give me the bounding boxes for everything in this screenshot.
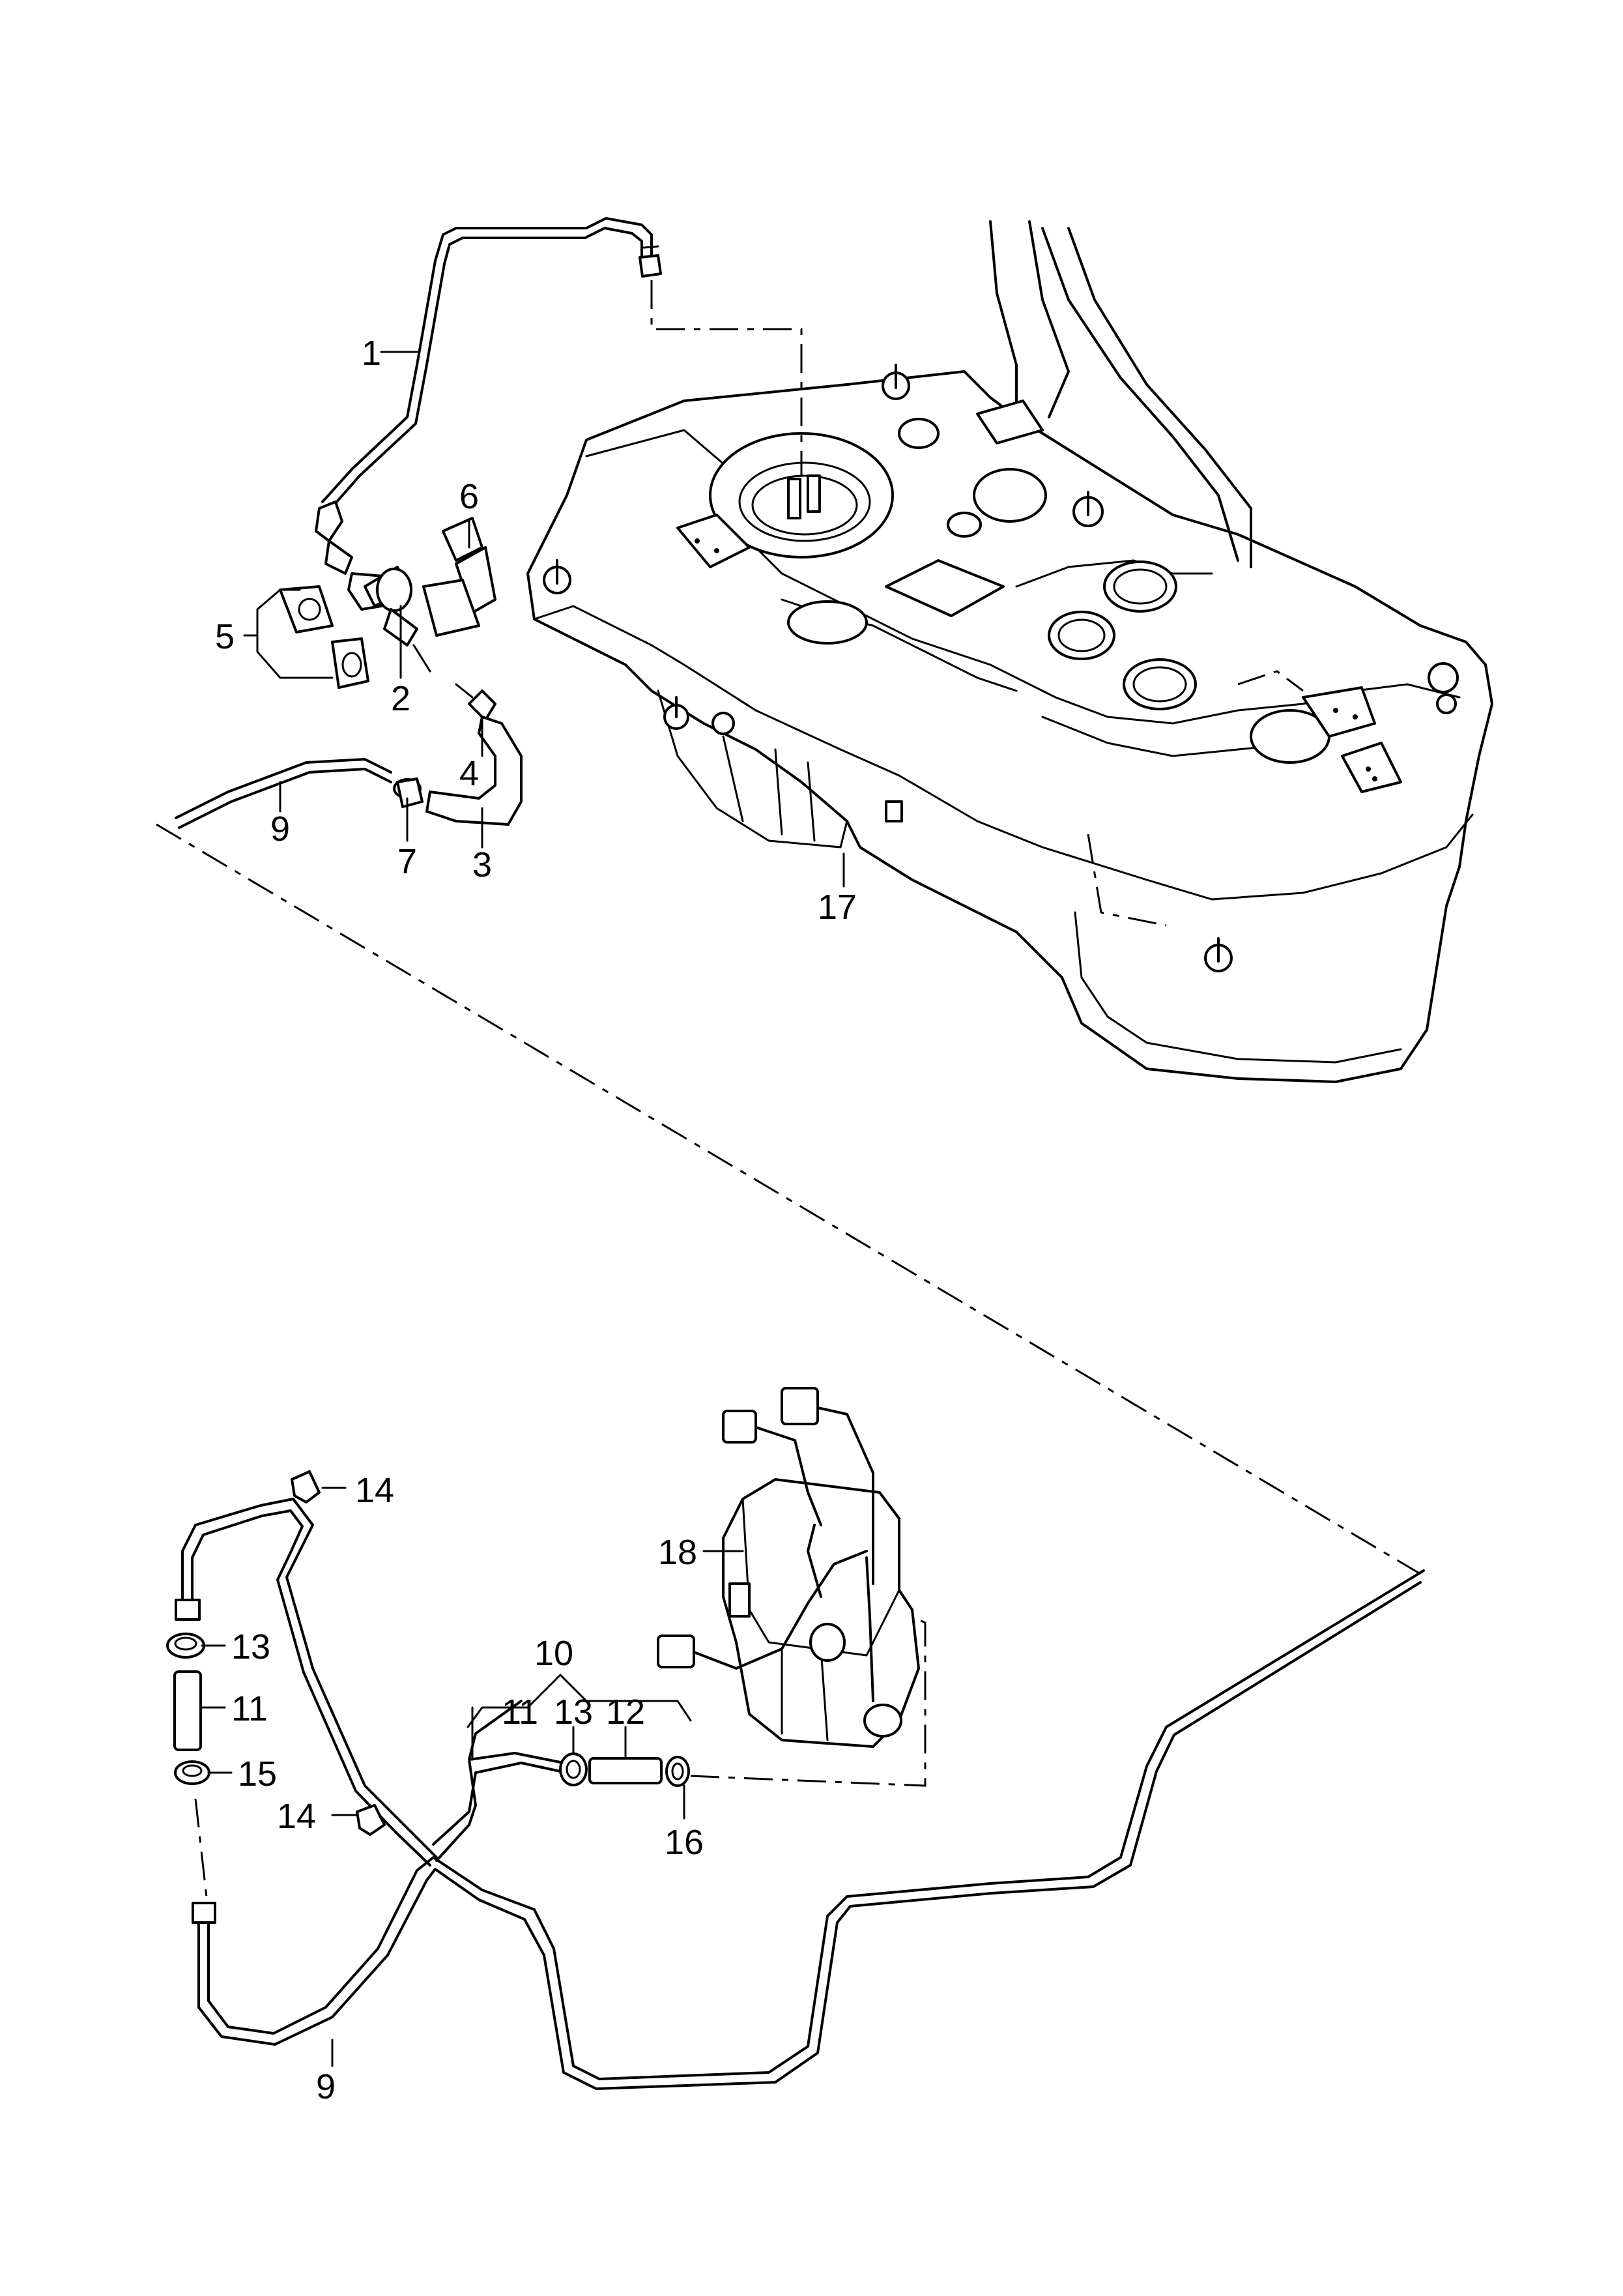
label-2: 2 bbox=[391, 679, 410, 718]
label-17: 17 bbox=[818, 888, 857, 927]
connection-line-top bbox=[650, 280, 803, 476]
connector-4 bbox=[455, 683, 496, 721]
fuel-line-9-bottom bbox=[192, 1569, 1425, 2090]
label-3: 3 bbox=[472, 845, 492, 884]
label-13-left: 13 bbox=[231, 1627, 270, 1666]
hose-3 bbox=[425, 715, 523, 826]
label-13-kit: 13 bbox=[554, 1693, 593, 1732]
label-12: 12 bbox=[606, 1693, 645, 1732]
clamp-13-kit bbox=[559, 1752, 588, 1786]
label-14-bottom: 14 bbox=[277, 1797, 316, 1836]
connection-line-long bbox=[156, 823, 1421, 1575]
fuel-line-11-kit bbox=[432, 1752, 562, 1846]
fuel-tank bbox=[526, 220, 1493, 1083]
label-5: 5 bbox=[215, 617, 235, 656]
clamp-7 bbox=[393, 777, 424, 808]
label-9-bottom: 9 bbox=[316, 2067, 336, 2106]
fuel-line-1 bbox=[321, 217, 662, 510]
label-4: 4 bbox=[459, 754, 479, 793]
fuel-line-9-top bbox=[175, 758, 392, 829]
label-15: 15 bbox=[238, 1754, 277, 1794]
hose-11-left bbox=[173, 1670, 202, 1751]
label-11-left: 11 bbox=[231, 1689, 268, 1728]
label-10: 10 bbox=[534, 1634, 573, 1673]
clamp-15 bbox=[174, 1760, 210, 1785]
clip-14-bottom bbox=[356, 1804, 386, 1836]
aux-heater-18 bbox=[657, 1387, 920, 1748]
label-1: 1 bbox=[362, 334, 381, 373]
label-18: 18 bbox=[658, 1533, 697, 1572]
label-6: 6 bbox=[459, 477, 479, 516]
bracket-6 bbox=[422, 517, 496, 637]
clip-14-top bbox=[291, 1470, 321, 1504]
connection-line-heater bbox=[690, 1615, 926, 1787]
label-7: 7 bbox=[397, 842, 417, 881]
leader-lines bbox=[199, 351, 845, 2067]
connection-line-left bbox=[194, 1798, 208, 1904]
callout-labels: 1 2 3 4 5 6 7 9 17 14 13 11 15 14 9 10 1… bbox=[215, 334, 857, 2106]
label-9-top: 9 bbox=[270, 809, 290, 849]
clamp-13-left bbox=[166, 1633, 205, 1659]
clamp-16 bbox=[665, 1756, 690, 1787]
hose-12 bbox=[588, 1757, 663, 1784]
bracket-set-5 bbox=[279, 585, 369, 689]
label-14-top: 14 bbox=[355, 1471, 394, 1510]
label-11-kit: 11 bbox=[502, 1693, 538, 1732]
label-16: 16 bbox=[665, 1823, 704, 1862]
